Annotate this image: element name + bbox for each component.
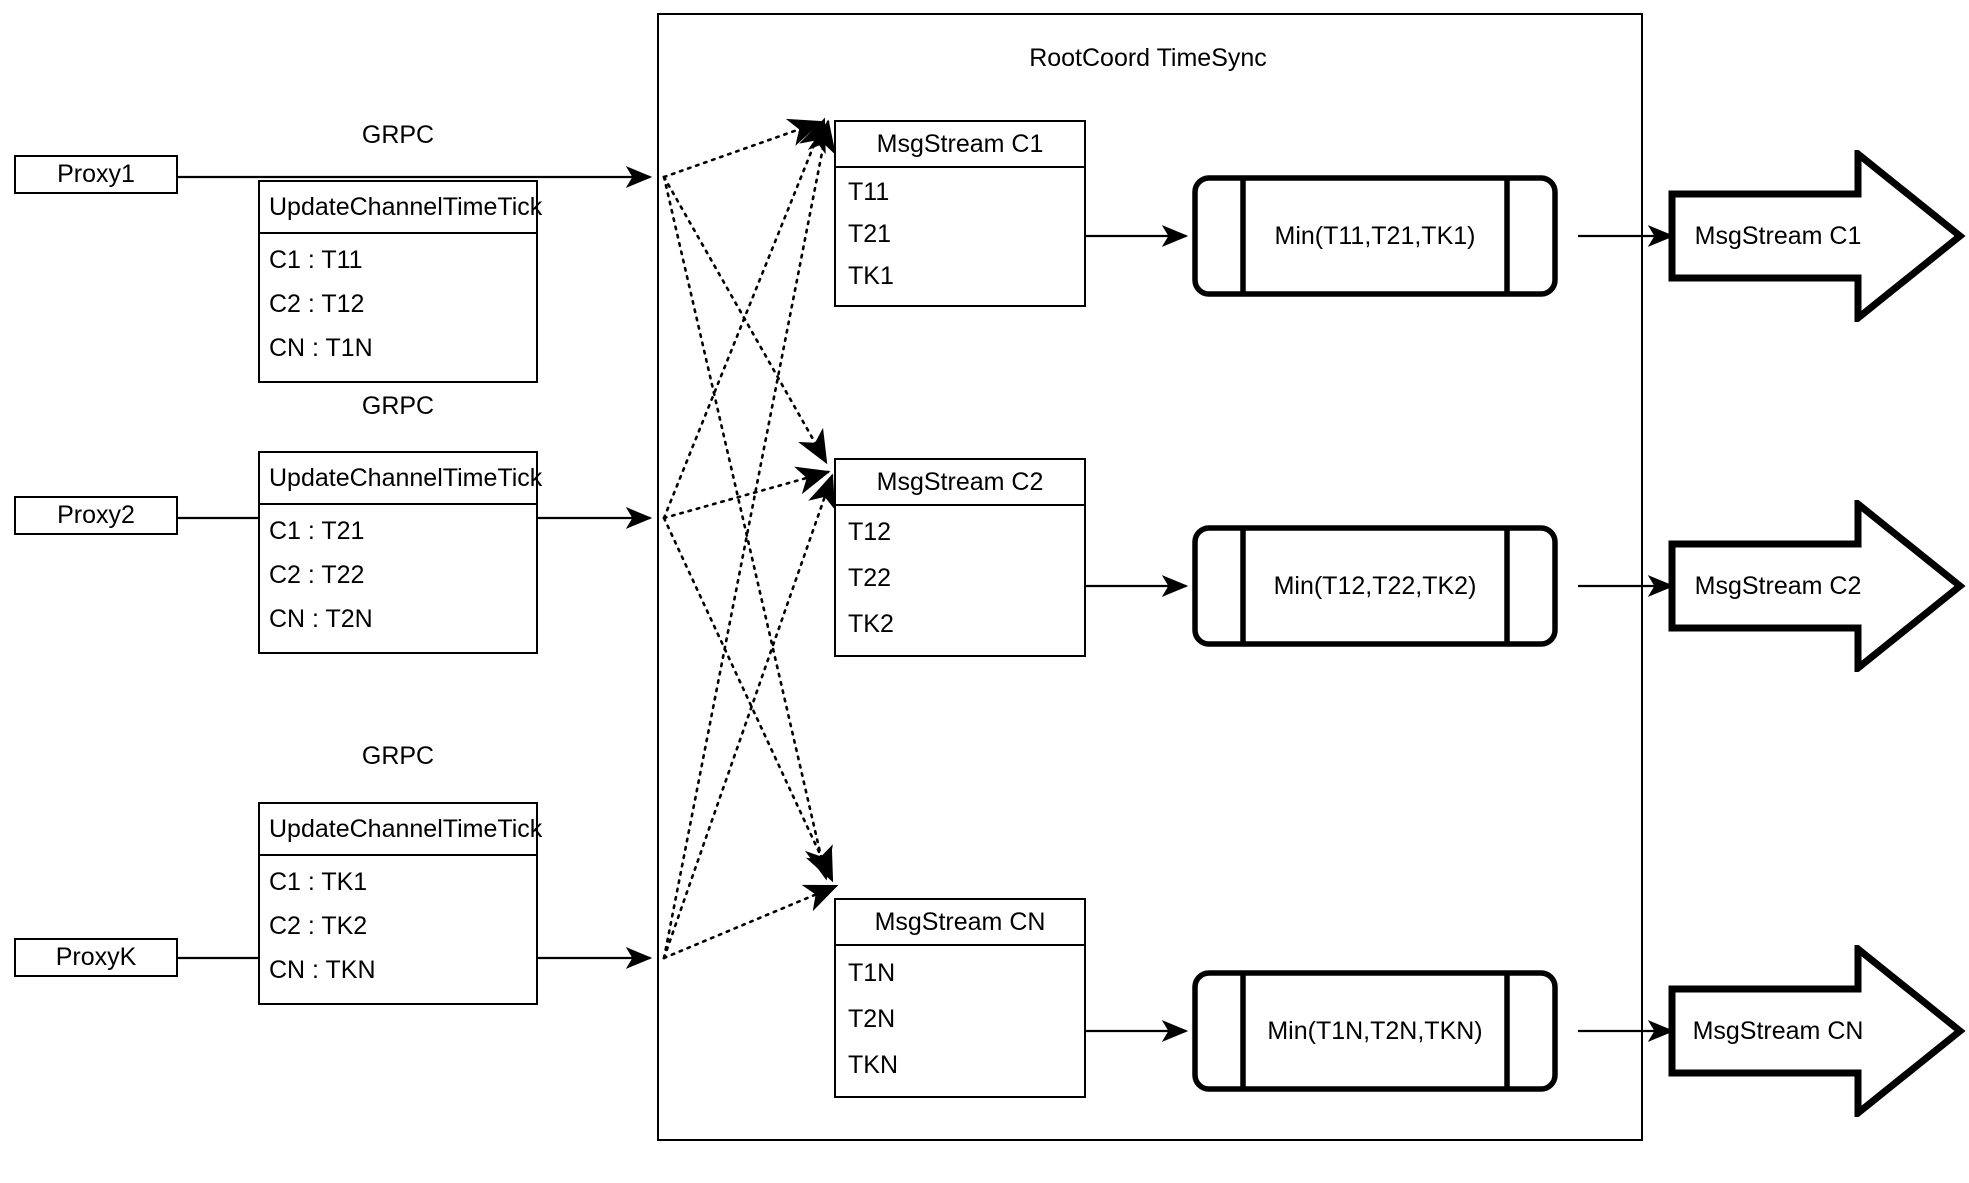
min-process-box-3: Min(T1N,T2N,TKN) [1192, 970, 1558, 1092]
msgstream-row: T2N [848, 1004, 896, 1033]
msgstream-box-2: MsgStream C2 T12 T22 TK2 [834, 458, 1086, 657]
min-shape [1192, 525, 1558, 647]
update-channel-timetick-box-3: UpdateChannelTimeTick C1 : TK1 C2 : TK2 … [258, 802, 542, 1005]
block-arrow-shape [1668, 496, 1966, 676]
msgstream-rows: T1N T2N TKN [836, 946, 1084, 1096]
rootcoord-timesync-title: RootCoord TimeSync [1029, 44, 1267, 72]
min-process-box-2: Min(T12,T22,TK2) [1192, 525, 1558, 647]
uct-row: CN : T1N [269, 334, 373, 363]
msgstream-row: TKN [848, 1050, 898, 1079]
msgstream-rows: T12 T22 TK2 [836, 506, 1084, 655]
uct-row: C2 : T22 [269, 560, 365, 589]
msgstream-title: MsgStream C1 [836, 122, 1084, 168]
block-arrow-shape [1668, 146, 1966, 326]
output-block-arrow-1: MsgStream C1 [1668, 146, 1969, 326]
rootcoord-timesync-container [657, 13, 1643, 1141]
uct-title: UpdateChannelTimeTick [260, 182, 542, 234]
msgstream-title: MsgStream CN [836, 900, 1084, 946]
msgstream-row: T12 [848, 518, 892, 547]
proxy-box-2[interactable]: Proxy2 [14, 496, 178, 535]
min-label: Min(T12,T22,TK2) [1273, 571, 1477, 600]
uct-row: C2 : T12 [269, 289, 365, 318]
proxy-label: Proxy1 [57, 160, 135, 188]
uct-title: UpdateChannelTimeTick [260, 453, 542, 505]
uct-row: C1 : T11 [269, 245, 363, 274]
min-label: Min(T1N,T2N,TKN) [1267, 1016, 1483, 1045]
grpc-label-2: GRPC [361, 392, 435, 420]
update-channel-timetick-box-1: UpdateChannelTimeTick C1 : T11 C2 : T12 … [258, 180, 542, 383]
uct-row: CN : TKN [269, 956, 376, 985]
grpc-label-3: GRPC [361, 742, 435, 770]
proxy-label: Proxy2 [57, 501, 135, 529]
min-shape [1192, 970, 1558, 1092]
msgstream-box-3: MsgStream CN T1N T2N TKN [834, 898, 1086, 1098]
msgstream-row: T1N [848, 958, 896, 987]
msgstream-row: T11 [848, 178, 890, 207]
uct-row: CN : T2N [269, 605, 373, 634]
proxy-label: ProxyK [55, 943, 137, 971]
output-block-arrow-3: MsgStream CN [1668, 941, 1969, 1121]
msgstream-row: T21 [848, 219, 892, 248]
grpc-label-1: GRPC [361, 121, 435, 149]
proxy-box-3[interactable]: ProxyK [14, 938, 178, 977]
proxy-box-1[interactable]: Proxy1 [14, 155, 178, 194]
output-label: MsgStream C2 [1694, 572, 1862, 600]
output-label: MsgStream CN [1692, 1017, 1864, 1045]
msgstream-row: T22 [848, 563, 892, 592]
output-block-arrow-2: MsgStream C2 [1668, 496, 1969, 676]
min-process-box-1: Min(T11,T21,TK1) [1192, 175, 1558, 297]
uct-row: C1 : TK1 [269, 867, 368, 896]
update-channel-timetick-box-2: UpdateChannelTimeTick C1 : T21 C2 : T22 … [258, 451, 542, 654]
msgstream-title: MsgStream C2 [836, 460, 1084, 506]
msgstream-rows: T11 T21 TK1 [836, 168, 1084, 305]
msgstream-row: TK2 [848, 609, 894, 638]
msgstream-row: TK1 [848, 261, 894, 290]
output-label: MsgStream C1 [1694, 222, 1862, 250]
uct-row: C1 : T21 [269, 516, 365, 545]
block-arrow-shape [1668, 941, 1966, 1121]
uct-rows: C1 : T21 C2 : T22 CN : T2N [260, 505, 536, 652]
uct-rows: C1 : T11 C2 : T12 CN : T1N [260, 234, 536, 381]
min-label: Min(T11,T21,TK1) [1274, 221, 1476, 250]
uct-row: C2 : TK2 [269, 911, 368, 940]
uct-rows: C1 : TK1 C2 : TK2 CN : TKN [260, 856, 536, 1003]
msgstream-box-1: MsgStream C1 T11 T21 TK1 [834, 120, 1086, 307]
min-shape [1192, 175, 1558, 297]
uct-title: UpdateChannelTimeTick [260, 804, 542, 856]
